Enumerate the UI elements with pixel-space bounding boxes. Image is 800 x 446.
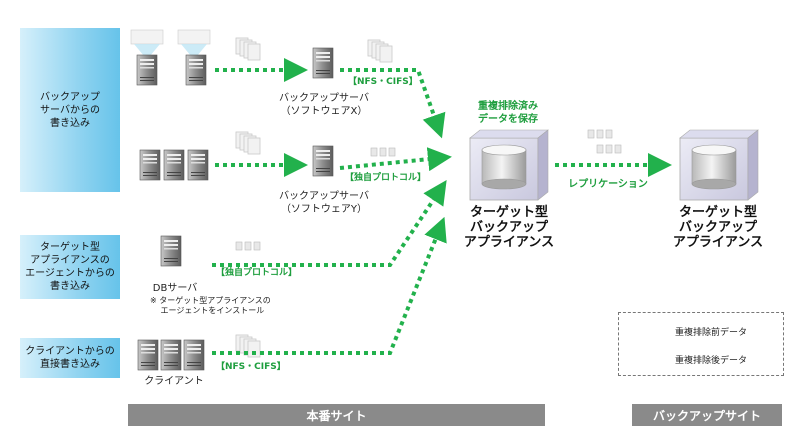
appliance-remote-icon	[679, 129, 759, 201]
replication-label: レプリケーション	[568, 179, 648, 190]
client-computers-icon	[137, 339, 205, 371]
backup-source-servers-2-icon	[139, 149, 209, 181]
data-after-dedup-icon	[596, 144, 622, 154]
data-before-dedup-icon	[236, 132, 260, 154]
backup-site-bar: バックアップサイト	[632, 404, 782, 426]
protocol-nfs-cifs-top: 【NFS・CIFS】	[348, 77, 418, 87]
backup-server-x-label: バックアップサーバ （ソフトウェアX）	[279, 93, 369, 117]
data-after-dedup-icon	[235, 241, 261, 251]
dedup-storage-label: 重複排除済み データを保存	[478, 101, 538, 125]
source-backup-server: バックアップ サーバからの 書き込み	[20, 28, 120, 192]
backup-source-servers-icon	[130, 29, 211, 86]
production-site-bar: 本番サイト	[128, 404, 545, 426]
client-label: クライアント	[144, 376, 204, 387]
protocol-proprietary-2: 【独自プロトコル】	[216, 268, 298, 278]
source-client: クライアントからの 直接書き込み	[20, 338, 120, 378]
legend-box: 重複排除前データ 重複排除後データ	[618, 312, 784, 376]
source-agent: ターゲット型 アプライアンスの エージェントからの 書き込み	[20, 235, 120, 299]
db-server-note: ※ ターゲット型アプライアンスの エージェントをインストール	[150, 296, 271, 315]
legend-before-label: 重複排除前データ	[675, 328, 748, 338]
backup-server-y-icon	[312, 145, 334, 177]
data-after-dedup-icon	[587, 129, 613, 139]
protocol-nfs-cifs-bottom: 【NFS・CIFS】	[216, 362, 286, 372]
backup-server-y-label: バックアップサーバ （ソフトウェアY）	[279, 191, 369, 215]
db-server-label: DBサーバ	[152, 283, 198, 294]
appliance-main-label: ターゲット型 バックアップ アプライアンス	[463, 205, 555, 250]
data-after-dedup-icon	[370, 147, 396, 157]
data-before-dedup-icon	[368, 40, 392, 62]
appliance-remote-label: ターゲット型 バックアップ アプライアンス	[672, 205, 764, 250]
backup-server-x-icon	[312, 47, 334, 79]
data-before-dedup-icon	[236, 38, 260, 60]
appliance-main-icon	[469, 129, 549, 201]
data-flow-arrows	[212, 58, 672, 355]
legend-after-label: 重複排除後データ	[675, 356, 748, 366]
db-server-icon	[160, 235, 182, 267]
protocol-proprietary-1: 【独自プロトコル】	[345, 173, 427, 183]
